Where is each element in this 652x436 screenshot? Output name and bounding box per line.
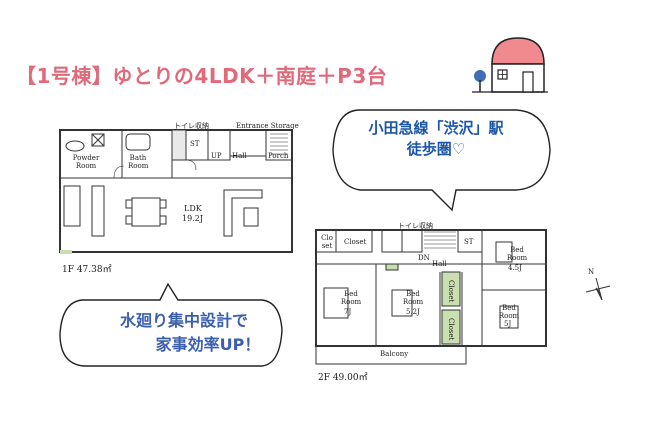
f1-bath-room-label: Bath Room bbox=[128, 154, 149, 170]
f2-bed1-size: 7J bbox=[344, 308, 352, 316]
bubble-top-line2: 徒歩圏♡ bbox=[406, 140, 466, 158]
floor1-area: 1F 47.38㎡ bbox=[62, 265, 112, 275]
headline: 【1号棟】ゆとりの4LDK＋南庭＋P3台 bbox=[16, 64, 388, 88]
f2-bed4-size: 5J bbox=[504, 320, 512, 328]
house-icon bbox=[472, 37, 548, 93]
f2-st-label: ST bbox=[464, 238, 474, 246]
f1-toilet-storage-label: トイレ収納 bbox=[174, 122, 209, 130]
bubble-bottom-line2: 家事効率UP！ bbox=[155, 335, 261, 354]
bubble-top-line1: 小田急線「渋沢」駅 bbox=[368, 119, 504, 137]
f2-closet-vertical-1: Closet bbox=[447, 280, 455, 303]
f1-st-label: ST bbox=[190, 140, 200, 148]
f2-closet-small-label: Clo set bbox=[321, 234, 333, 250]
f1-ldk-label: LDK bbox=[184, 204, 202, 213]
f2-balcony-label: Balcony bbox=[380, 350, 409, 358]
f1-powder-room-label: Powder Room bbox=[72, 154, 100, 170]
f2-bed3-label: Bed Room bbox=[506, 246, 528, 262]
bubble-bottom-line1: 水廻り集中設計で bbox=[119, 311, 248, 330]
f2-hall-label: Hall bbox=[432, 260, 447, 268]
f1-hall-label: Hall bbox=[232, 152, 247, 160]
f2-bed2-size: 5.2J bbox=[406, 308, 420, 316]
f1-up-label: UP bbox=[211, 152, 222, 160]
f2-bed1-label: Bed Room bbox=[340, 290, 362, 306]
f1-porch-label: Porch bbox=[268, 152, 289, 160]
f1-entrance-storage-label: Entrance Storage bbox=[236, 122, 299, 130]
bubble-bottom-text: 水廻り集中設計で 家事効率UP！ bbox=[84, 309, 284, 357]
speech-bubble-bottom bbox=[59, 282, 283, 367]
f2-bed2-label: Bed Room bbox=[402, 290, 424, 306]
f2-closet-label: Closet bbox=[344, 238, 367, 246]
compass-label: N bbox=[588, 268, 595, 276]
f2-bed3-size: 4.5J bbox=[508, 264, 522, 272]
bubble-top-text: 小田急線「渋沢」駅 徒歩圏♡ bbox=[336, 118, 536, 160]
f2-closet-vertical-2: Closet bbox=[447, 318, 455, 341]
compass-icon bbox=[585, 277, 611, 301]
f2-dn-label: DN bbox=[418, 254, 430, 262]
f2-bed4-label: Bed Room bbox=[498, 304, 520, 320]
floor-plan-2f bbox=[315, 229, 547, 365]
speech-bubble-top bbox=[332, 109, 551, 212]
f1-ldk-size: 19.2J bbox=[182, 214, 204, 223]
floor2-area: 2F 49.00㎡ bbox=[318, 373, 368, 383]
floor-plan-1f bbox=[59, 129, 293, 254]
f2-toilet-storage-label: トイレ収納 bbox=[398, 222, 433, 230]
